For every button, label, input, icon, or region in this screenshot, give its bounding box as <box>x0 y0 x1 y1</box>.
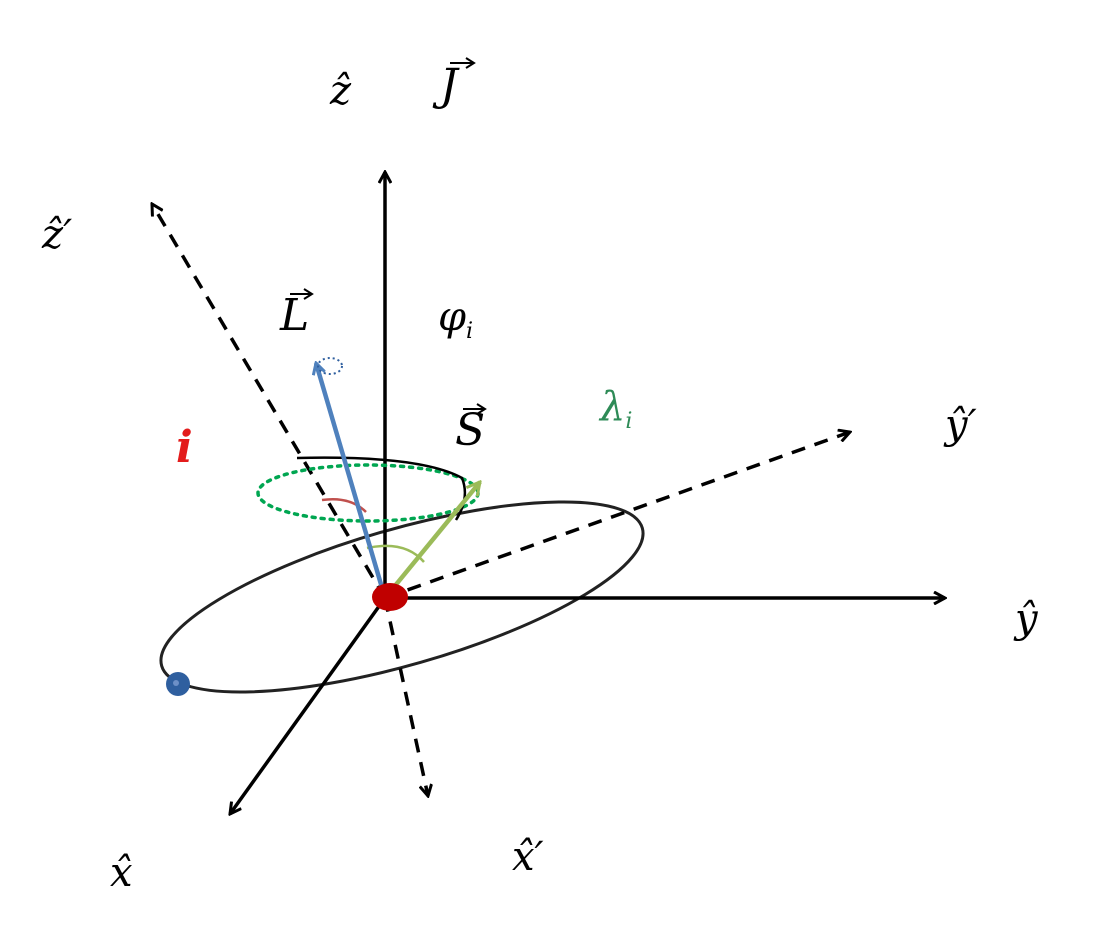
J-label-arrowhead-icon <box>465 57 476 69</box>
z-prime-hat-label: ẑ′ <box>41 212 72 258</box>
S-vector <box>383 482 480 600</box>
y-prime-hat-label: ŷ′ <box>943 402 977 448</box>
inclination-label: i <box>176 422 193 473</box>
z-prime-axis <box>152 204 387 599</box>
L-precession-circle <box>317 357 343 375</box>
lambda-symbol: λ <box>598 384 625 430</box>
J-label-text: J <box>432 60 460 111</box>
central-body <box>372 583 408 611</box>
x-prime-hat-label: x̂′ <box>512 834 544 880</box>
J-vector-label: J <box>432 57 476 111</box>
S-label-arrowhead-icon <box>476 403 487 415</box>
lambda-subscript: i <box>625 409 632 434</box>
L-vector <box>316 363 388 599</box>
phi-symbol: φ <box>438 294 466 340</box>
x-axis <box>230 596 387 814</box>
S-vector-label: S <box>455 403 487 456</box>
orbiting-body-highlight <box>173 680 179 686</box>
L-label-arrowhead-icon <box>303 288 314 300</box>
phi-subscript: i <box>466 319 473 344</box>
y-hat-label: ŷ <box>1013 596 1039 642</box>
S-label-text: S <box>455 405 485 456</box>
inclination-angle-arc <box>321 498 367 513</box>
x-hat-label: x̂ <box>110 850 133 896</box>
x-prime-axis <box>383 597 428 796</box>
phi-label: φi <box>438 294 473 344</box>
spin-precession-cone <box>256 463 480 523</box>
z-hat-label: ẑ <box>329 68 352 114</box>
lambda-label: λi <box>598 384 632 434</box>
L-vector-label: L <box>279 288 314 341</box>
y-prime-axis <box>384 432 850 600</box>
